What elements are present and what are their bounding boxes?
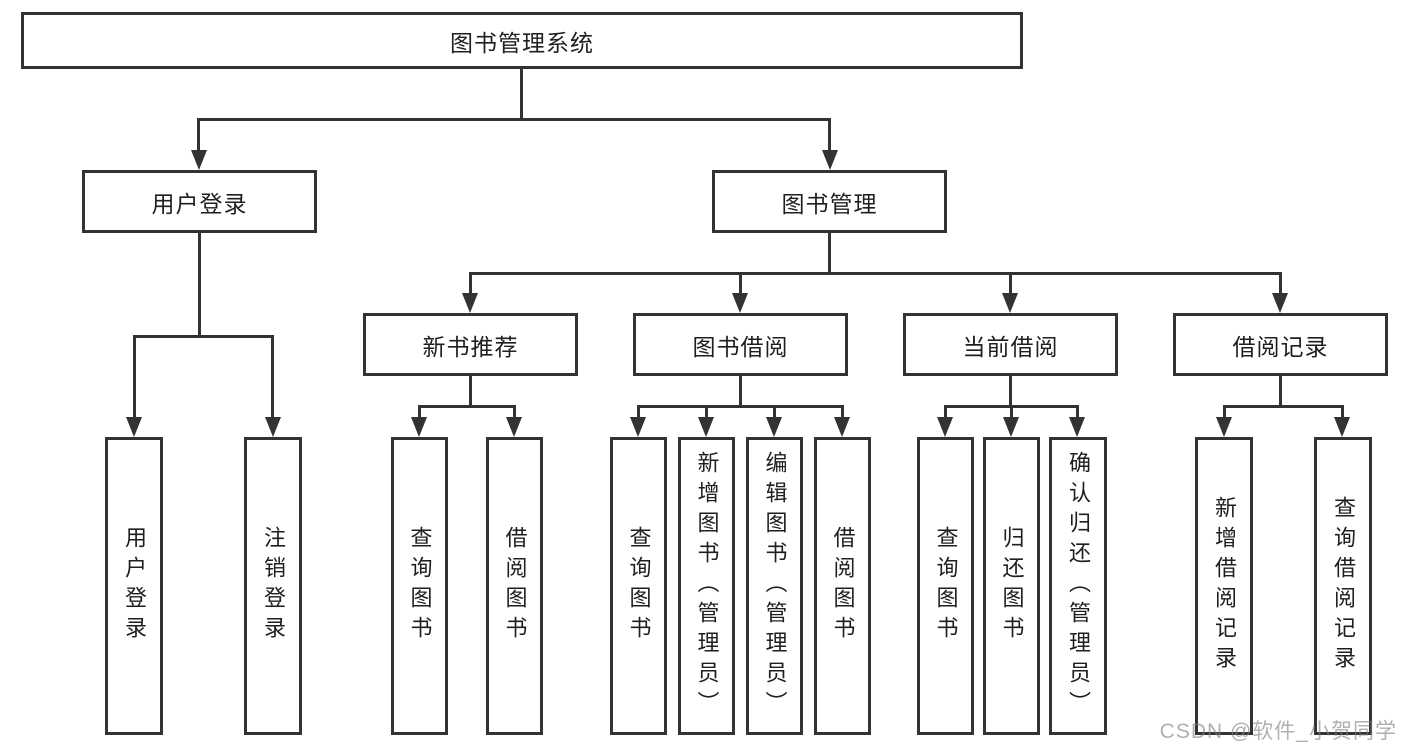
- connector-line: [773, 405, 776, 419]
- node-label: 查询图书: [626, 526, 652, 646]
- leaf-return-book: 归还图书: [983, 437, 1040, 735]
- csdn-watermark: CSDN @软件_小贺同学: [1159, 720, 1397, 743]
- node-label: 查询图书: [933, 526, 959, 646]
- connector-line: [197, 118, 200, 152]
- leaf-query-books-recommend: 查询图书: [391, 437, 448, 735]
- connector-line: [739, 376, 742, 405]
- leaf-add-book-admin: 新增图书（管理员）: [678, 437, 735, 735]
- node-label: 归还图书: [999, 526, 1025, 646]
- node-label: 用户登录: [151, 190, 248, 217]
- node-user-login: 用户登录: [82, 170, 317, 233]
- connector-line: [1010, 405, 1013, 419]
- arrowhead-down-icon: [506, 417, 522, 437]
- leaf-user-login: 用户登录: [105, 437, 163, 735]
- connector-line: [1279, 376, 1282, 405]
- node-new-book-recommend: 新书推荐: [363, 313, 578, 376]
- leaf-confirm-return-admin: 确认归还（管理员）: [1049, 437, 1107, 735]
- connector-line: [1009, 376, 1012, 405]
- connector-line: [944, 405, 947, 419]
- connector-line: [739, 272, 742, 295]
- node-label: 查询图书: [407, 526, 433, 646]
- node-root-system: 图书管理系统: [21, 12, 1023, 69]
- connector-line: [637, 405, 640, 419]
- connector-line: [418, 405, 421, 419]
- connector-line: [1223, 405, 1226, 419]
- leaf-query-borrow-record: 查询借阅记录: [1314, 437, 1372, 735]
- connector-line: [705, 405, 708, 419]
- node-borrow-records: 借阅记录: [1173, 313, 1388, 376]
- arrowhead-down-icon: [191, 150, 207, 170]
- arrowhead-down-icon: [766, 417, 782, 437]
- node-label: 图书借阅: [692, 333, 789, 360]
- node-label: 图书管理系统: [450, 29, 594, 56]
- arrowhead-down-icon: [1002, 293, 1018, 313]
- connector-line: [828, 233, 831, 272]
- node-label: 新增图书（管理员）: [694, 451, 720, 721]
- connector-line: [469, 272, 1282, 275]
- arrowhead-down-icon: [822, 150, 838, 170]
- node-label: 查询借阅记录: [1331, 496, 1356, 676]
- node-label: 用户登录: [122, 526, 147, 646]
- arrowhead-down-icon: [630, 417, 646, 437]
- arrowhead-down-icon: [1272, 293, 1288, 313]
- node-label: 确认归还（管理员）: [1066, 451, 1091, 721]
- arrowhead-down-icon: [265, 417, 281, 437]
- arrowhead-down-icon: [698, 417, 714, 437]
- connector-line: [637, 405, 844, 408]
- arrowhead-down-icon: [1334, 417, 1350, 437]
- arrowhead-down-icon: [1216, 417, 1232, 437]
- arrowhead-down-icon: [462, 293, 478, 313]
- node-current-borrow: 当前借阅: [903, 313, 1118, 376]
- node-label: 注销登录: [261, 526, 286, 646]
- connector-line: [198, 233, 201, 335]
- connector-line: [1223, 405, 1344, 408]
- node-label: 编辑图书（管理员）: [762, 451, 788, 721]
- connector-line: [418, 405, 516, 408]
- node-label: 新书推荐: [422, 333, 519, 360]
- connector-line: [513, 405, 516, 419]
- arrowhead-down-icon: [732, 293, 748, 313]
- connector-line: [133, 335, 136, 417]
- leaf-edit-book-admin: 编辑图书（管理员）: [746, 437, 803, 735]
- connector-line: [1341, 405, 1344, 419]
- connector-line: [1076, 405, 1079, 419]
- arrowhead-down-icon: [1003, 417, 1019, 437]
- connector-line: [1009, 272, 1012, 295]
- node-label: 借阅记录: [1232, 333, 1329, 360]
- node-label: 新增借阅记录: [1212, 496, 1237, 676]
- arrowhead-down-icon: [834, 417, 850, 437]
- connector-line: [828, 118, 831, 152]
- leaf-query-books-borrow: 查询图书: [610, 437, 667, 735]
- leaf-add-borrow-record: 新增借阅记录: [1195, 437, 1253, 735]
- arrowhead-down-icon: [411, 417, 427, 437]
- leaf-query-books-current: 查询图书: [917, 437, 974, 735]
- connector-line: [1279, 272, 1282, 295]
- node-book-management: 图书管理: [712, 170, 947, 233]
- node-label: 借阅图书: [830, 526, 856, 646]
- leaf-logout: 注销登录: [244, 437, 302, 735]
- leaf-borrow-book-recommend: 借阅图书: [486, 437, 543, 735]
- connector-line: [197, 118, 831, 121]
- node-book-borrow: 图书借阅: [633, 313, 848, 376]
- node-label: 当前借阅: [962, 333, 1059, 360]
- connector-line: [469, 272, 472, 295]
- arrowhead-down-icon: [126, 417, 142, 437]
- node-label: 图书管理: [781, 190, 878, 217]
- connector-line: [271, 335, 274, 417]
- connector-line: [520, 69, 523, 118]
- arrowhead-down-icon: [1069, 417, 1085, 437]
- connector-line: [469, 376, 472, 405]
- connector-line: [841, 405, 844, 419]
- node-label: 借阅图书: [502, 526, 528, 646]
- connector-line: [133, 335, 274, 338]
- arrowhead-down-icon: [937, 417, 953, 437]
- leaf-borrow-book: 借阅图书: [814, 437, 871, 735]
